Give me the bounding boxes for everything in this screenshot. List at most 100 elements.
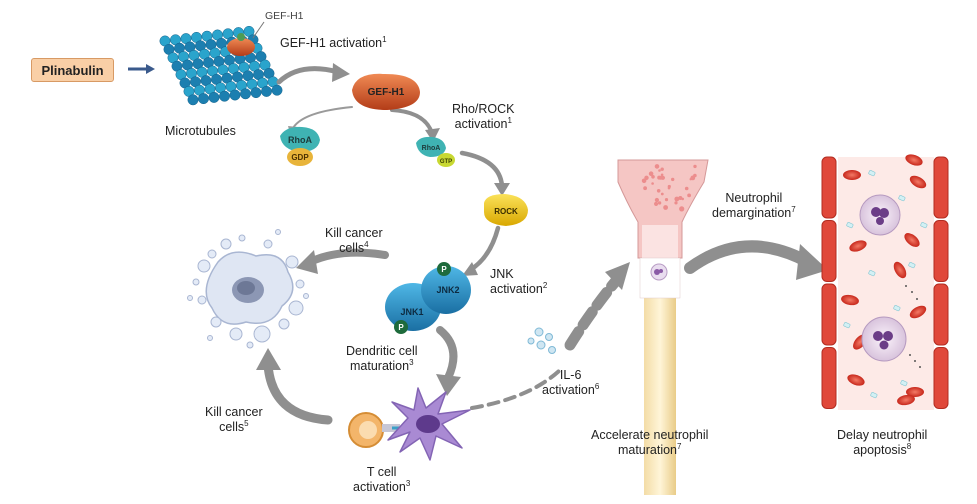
apoptotic-bleb xyxy=(187,295,193,301)
marrow-cell xyxy=(658,169,661,172)
bone xyxy=(617,159,709,495)
ref-superscript: 7 xyxy=(791,204,796,214)
marrow-cell xyxy=(660,173,664,177)
apoptotic-bleb xyxy=(229,327,243,341)
marrow-cell xyxy=(644,175,649,180)
neutrophil-demargination-label: Neutrophil demargination7 xyxy=(712,191,796,221)
apoptotic-bleb xyxy=(192,278,200,286)
phospho-top-label: P xyxy=(441,265,447,274)
gtp-label: GTP xyxy=(440,159,452,165)
marrow-cell xyxy=(663,205,668,210)
jnk1-label: JNK1 xyxy=(400,307,423,317)
drug-arrow xyxy=(128,64,155,74)
marrow-cell xyxy=(678,196,683,200)
marrow-cell xyxy=(660,192,664,196)
neutrophil-apoptosis-label: Delay neutrophil apoptosis8 xyxy=(837,428,927,458)
neutrophil-maturation-label: Accelerate neutrophil maturation7 xyxy=(591,428,708,458)
rhoa-gdp: RhoA GDP xyxy=(280,126,320,166)
red-blood-cell xyxy=(897,394,915,406)
rho-rock-line1: Rho/ROCK xyxy=(452,102,515,116)
red-blood-cell xyxy=(843,170,861,180)
neutrophil-apoptosis-line2: apoptosis xyxy=(853,443,907,457)
apoptotic-bleb xyxy=(285,255,299,269)
jnk-activation-line1: JNK xyxy=(490,267,514,281)
platelet xyxy=(868,170,876,177)
platelet xyxy=(870,392,878,399)
red-blood-cell xyxy=(849,240,867,252)
marrow-cell xyxy=(658,175,663,180)
microtubule-bundle xyxy=(159,25,283,106)
red-blood-cell xyxy=(893,261,907,279)
gefh1-small-label: GEF-H1 xyxy=(265,10,304,22)
vessel-wall-segment xyxy=(821,347,837,409)
marrow-cell xyxy=(648,171,654,176)
marrow-cell xyxy=(671,177,675,182)
neutrophil-maturation-line1: Accelerate neutrophil xyxy=(591,428,709,442)
marrow-cell xyxy=(641,178,647,184)
il6-activation-label: IL-6 activation6 xyxy=(542,368,599,398)
kill-cancer-top-line2: cells xyxy=(339,241,365,255)
marrow-cell xyxy=(674,201,678,205)
ref-superscript: 2 xyxy=(542,280,548,290)
microtubule-subunit xyxy=(198,93,209,105)
jnk2-label: JNK2 xyxy=(436,285,459,295)
marrow-cell xyxy=(651,182,654,185)
neutrophil-maturation-line2: maturation xyxy=(617,443,678,457)
red-blood-cell xyxy=(904,233,920,247)
neutrophil-demargination-line1: Neutrophil xyxy=(725,191,783,205)
kill-cancer-bottom-label: Kill cancer cells5 xyxy=(205,405,263,435)
plinabulin-label: Plinabulin xyxy=(41,62,104,78)
vessel-wall-segment xyxy=(821,156,837,219)
vessel-wall-segment xyxy=(933,220,949,282)
microtubule-subunit xyxy=(229,89,241,101)
marrow-cell xyxy=(654,164,660,169)
gdp-label: GDP xyxy=(291,153,309,162)
tcell-activation-line1: T cell xyxy=(366,465,397,479)
platelet xyxy=(868,270,876,277)
marrow-cell xyxy=(656,189,661,193)
marrow-cell xyxy=(654,197,660,203)
vessel-wall-segment xyxy=(933,283,949,346)
rhoa-gdp-label: RhoA xyxy=(288,135,312,145)
plinabulin-box: Plinabulin xyxy=(31,58,114,82)
marrow-cell xyxy=(679,206,685,212)
apoptotic-bleb xyxy=(263,239,273,249)
platelet xyxy=(908,262,916,269)
red-blood-cell xyxy=(906,387,924,397)
red-blood-cell xyxy=(909,305,927,319)
kill-cancer-top-label: Kill cancer cells4 xyxy=(325,226,383,256)
apoptotic-bleb xyxy=(220,238,232,250)
apoptotic-bleb xyxy=(303,293,309,299)
microtubule-subunit xyxy=(250,87,262,99)
platelet xyxy=(893,305,901,312)
ref-superscript: 4 xyxy=(364,239,369,249)
marrow-cell xyxy=(684,186,689,191)
marrow-cell xyxy=(664,198,669,202)
il6-activation-line2: activation xyxy=(542,383,595,397)
t-cell xyxy=(348,412,412,448)
arrow-rock-to-jnk xyxy=(467,225,501,273)
microtubule-subunit xyxy=(240,88,251,100)
neutrophil-apoptosis-line1: Delay neutrophil xyxy=(837,428,928,442)
neutrophil-bottom xyxy=(861,316,907,362)
ref-superscript: 6 xyxy=(594,381,600,391)
ref-superscript: 1 xyxy=(382,34,387,44)
arrow-jnk-to-cancer xyxy=(306,248,389,266)
gefh1-protein-label: GEF-H1 xyxy=(368,87,405,98)
ref-superscript: 7 xyxy=(677,441,682,451)
platelet xyxy=(900,380,908,387)
jnk-activation-line2: activation xyxy=(490,282,543,296)
vessel-wall-segment xyxy=(933,156,949,219)
il6-molecules xyxy=(527,327,556,354)
dendritic-maturation-line2: maturation xyxy=(350,359,410,373)
apoptotic-bleb xyxy=(197,295,207,305)
vessel-wall-segment xyxy=(821,220,837,282)
marrow-cell xyxy=(643,186,647,191)
arrow-gefh1-to-rhoa xyxy=(291,106,353,131)
apoptotic-bleb xyxy=(295,279,305,289)
rock-protein: ROCK xyxy=(484,194,528,226)
apoptotic-bodies xyxy=(905,285,921,368)
dendritic-maturation-label: Dendritic cell maturation3 xyxy=(346,344,418,374)
platelet xyxy=(898,195,906,202)
arrow-dc-to-il6 xyxy=(470,368,562,410)
